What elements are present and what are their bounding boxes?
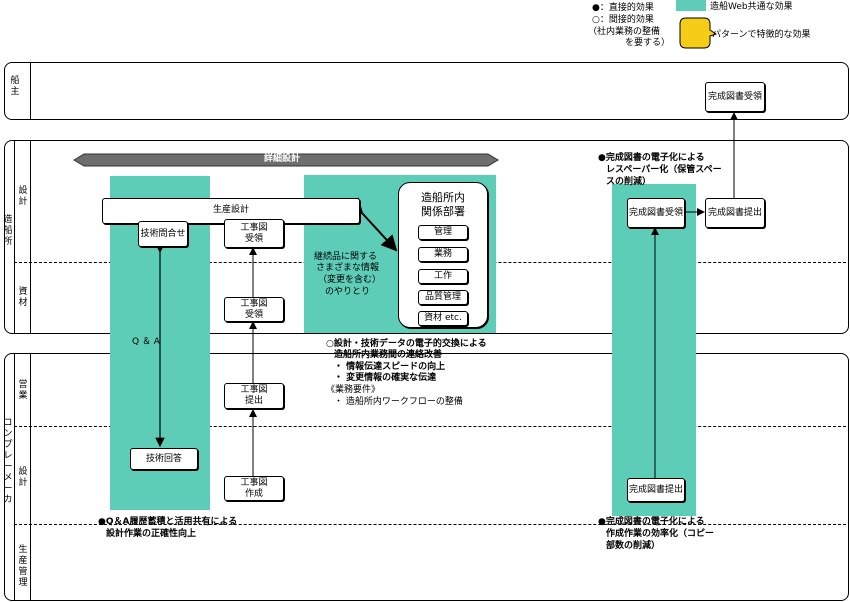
legend-indirect: ○：間接的効果: [592, 15, 654, 25]
box-kojizu-sakusei-a: 工事図: [240, 477, 268, 488]
related-depts-title1: 造船所内: [421, 191, 465, 204]
box-kansei-juryo-owner-label: 完成図書受領: [707, 91, 762, 102]
box-kojizu-sakusei-b: 作成: [244, 488, 263, 499]
box-kansei-teishutsu-maker-label: 完成図書提出: [628, 484, 683, 495]
box-kojizu-teishutsu-a: 工事図: [240, 385, 268, 395]
lane-shipyard-sep1: [14, 140, 15, 334]
box-kojizu-juryo-2-a: 工事図: [240, 298, 268, 309]
note-center-6: ・ 造船所内ワークフローの整備: [334, 397, 463, 407]
legend-pattern: パターンで特徴的な効果: [712, 30, 811, 40]
lane-maker-production-label: 生産管理: [18, 545, 28, 588]
note-center-3: ・ 情報伝達スピードの向上: [334, 362, 446, 372]
note-center-1: ○設計・技術データの電子的交換による: [326, 339, 487, 349]
box-kojizu-teishutsu-b: 提出: [244, 396, 263, 406]
note-top-right-3: スの削減）: [606, 177, 652, 187]
note-keizoku-2: さまざまな情報: [316, 263, 380, 273]
dept-item-kanri: 管理: [418, 225, 468, 240]
note-bottom-right-1: ●完成図書の電子化による: [598, 517, 705, 527]
box-gijutsu-toiawase: 技術問合せ: [138, 221, 188, 247]
lane-maker-sep2: [30, 353, 31, 601]
note-keizoku-4: のやりとり: [325, 287, 371, 297]
note-bottom-left-1: ●Q＆A履歴蓄積と活用共有による: [98, 517, 238, 527]
box-kojizu-juryo-2: 工事図 受領: [224, 297, 284, 322]
lane-owner-sep: [30, 62, 31, 120]
note-bottom-right-3: 部数の削減）: [606, 541, 661, 551]
legend-green-swatch: [676, 0, 706, 11]
lane-maker-label: コンプレーメーカ: [3, 418, 13, 505]
dept-item-shizai-label: 資材 etc.: [424, 313, 462, 323]
detail-design-label: 詳細設計: [264, 154, 301, 164]
lane-maker-sales-label: 営業: [18, 380, 28, 401]
legend-indirect-note1: （社内業務の整備: [588, 27, 661, 37]
box-kojizu-juryo-2-b: 受領: [244, 309, 263, 320]
box-kansei-juryo-owner: 完成図書受領: [705, 82, 765, 112]
dept-item-shizai: 資材 etc.: [418, 311, 468, 326]
dept-item-kosaku-label: 工作: [433, 271, 452, 281]
lane-maker-sep1: [14, 353, 15, 601]
box-kojizu-teishutsu: 工事図 提出: [224, 383, 284, 409]
note-bottom-left-2: 設計作業の正確性向上: [106, 529, 197, 539]
box-kojizu-juryo-1-a: 工事図: [240, 222, 268, 233]
legend-common: 造船Web共通な効果: [710, 2, 793, 12]
lane-owner-label: 船主: [10, 76, 20, 97]
box-kojizu-juryo-1-b: 受領: [244, 233, 263, 244]
box-gijutsu-kaito-label: 技術回答: [145, 453, 182, 464]
box-gijutsu-kaito: 技術回答: [130, 448, 198, 470]
dept-item-hinshitsu: 品質管理: [418, 290, 468, 305]
dept-item-gyomu: 業務: [418, 247, 468, 262]
legend-indirect-note2: を要する）: [625, 38, 671, 48]
legend-direct: ●：直接的効果: [592, 3, 654, 13]
lane-shipyard-label: 造船所: [3, 215, 13, 247]
box-seisan-sekkei-label: 生産設計: [212, 205, 249, 215]
box-kojizu-juryo-1: 工事図 受領: [224, 219, 284, 248]
lane-shipyard-material-label: 資材: [18, 287, 28, 308]
box-kansei-teishutsu-yard: 完成図書提出: [705, 198, 765, 228]
effect-zone-docs: [612, 184, 696, 516]
box-kansei-teishutsu-yard-label: 完成図書提出: [707, 207, 762, 218]
dept-item-kanri-label: 管理: [433, 227, 452, 237]
note-top-right-1: ●完成図書の電子化による: [598, 153, 705, 163]
note-bottom-right-2: 作成作業の効率化（コピー: [606, 529, 715, 539]
box-kansei-teishutsu-maker: 完成図書提出: [627, 478, 685, 502]
maker-divider-1: [14, 426, 846, 427]
lane-maker-design-label: 設計: [18, 467, 28, 488]
related-depts-title2: 関係部署: [421, 205, 465, 218]
dept-item-hinshitsu-label: 品質管理: [424, 292, 461, 302]
dept-item-kosaku: 工作: [418, 269, 468, 284]
lane-shipyard-sep2: [30, 140, 31, 334]
maker-divider-2: [14, 524, 846, 525]
note-qa: Q ＆ A: [132, 337, 160, 347]
note-keizoku-3: （変更を含む）: [318, 275, 382, 285]
note-top-right-2: レスペーパー化（保管スペー: [606, 165, 722, 175]
lane-shipyard-design-label: 設計: [18, 186, 28, 207]
note-center-4: ・ 変更情報の確実な伝達: [334, 373, 437, 383]
note-keizoku-1: 継続品に関する: [314, 252, 378, 262]
box-kojizu-sakusei: 工事図 作成: [224, 476, 284, 501]
note-center-2: 造船所内業務間の連絡改善: [334, 350, 443, 360]
box-kansei-juryo-yard-label: 完成図書受領: [628, 207, 683, 218]
note-center-5: 《業務要件》: [326, 385, 381, 395]
box-kansei-juryo-yard: 完成図書受領: [627, 198, 685, 228]
dept-item-gyomu-label: 業務: [433, 249, 452, 259]
box-gijutsu-toiawase-label: 技術問合せ: [140, 228, 186, 239]
